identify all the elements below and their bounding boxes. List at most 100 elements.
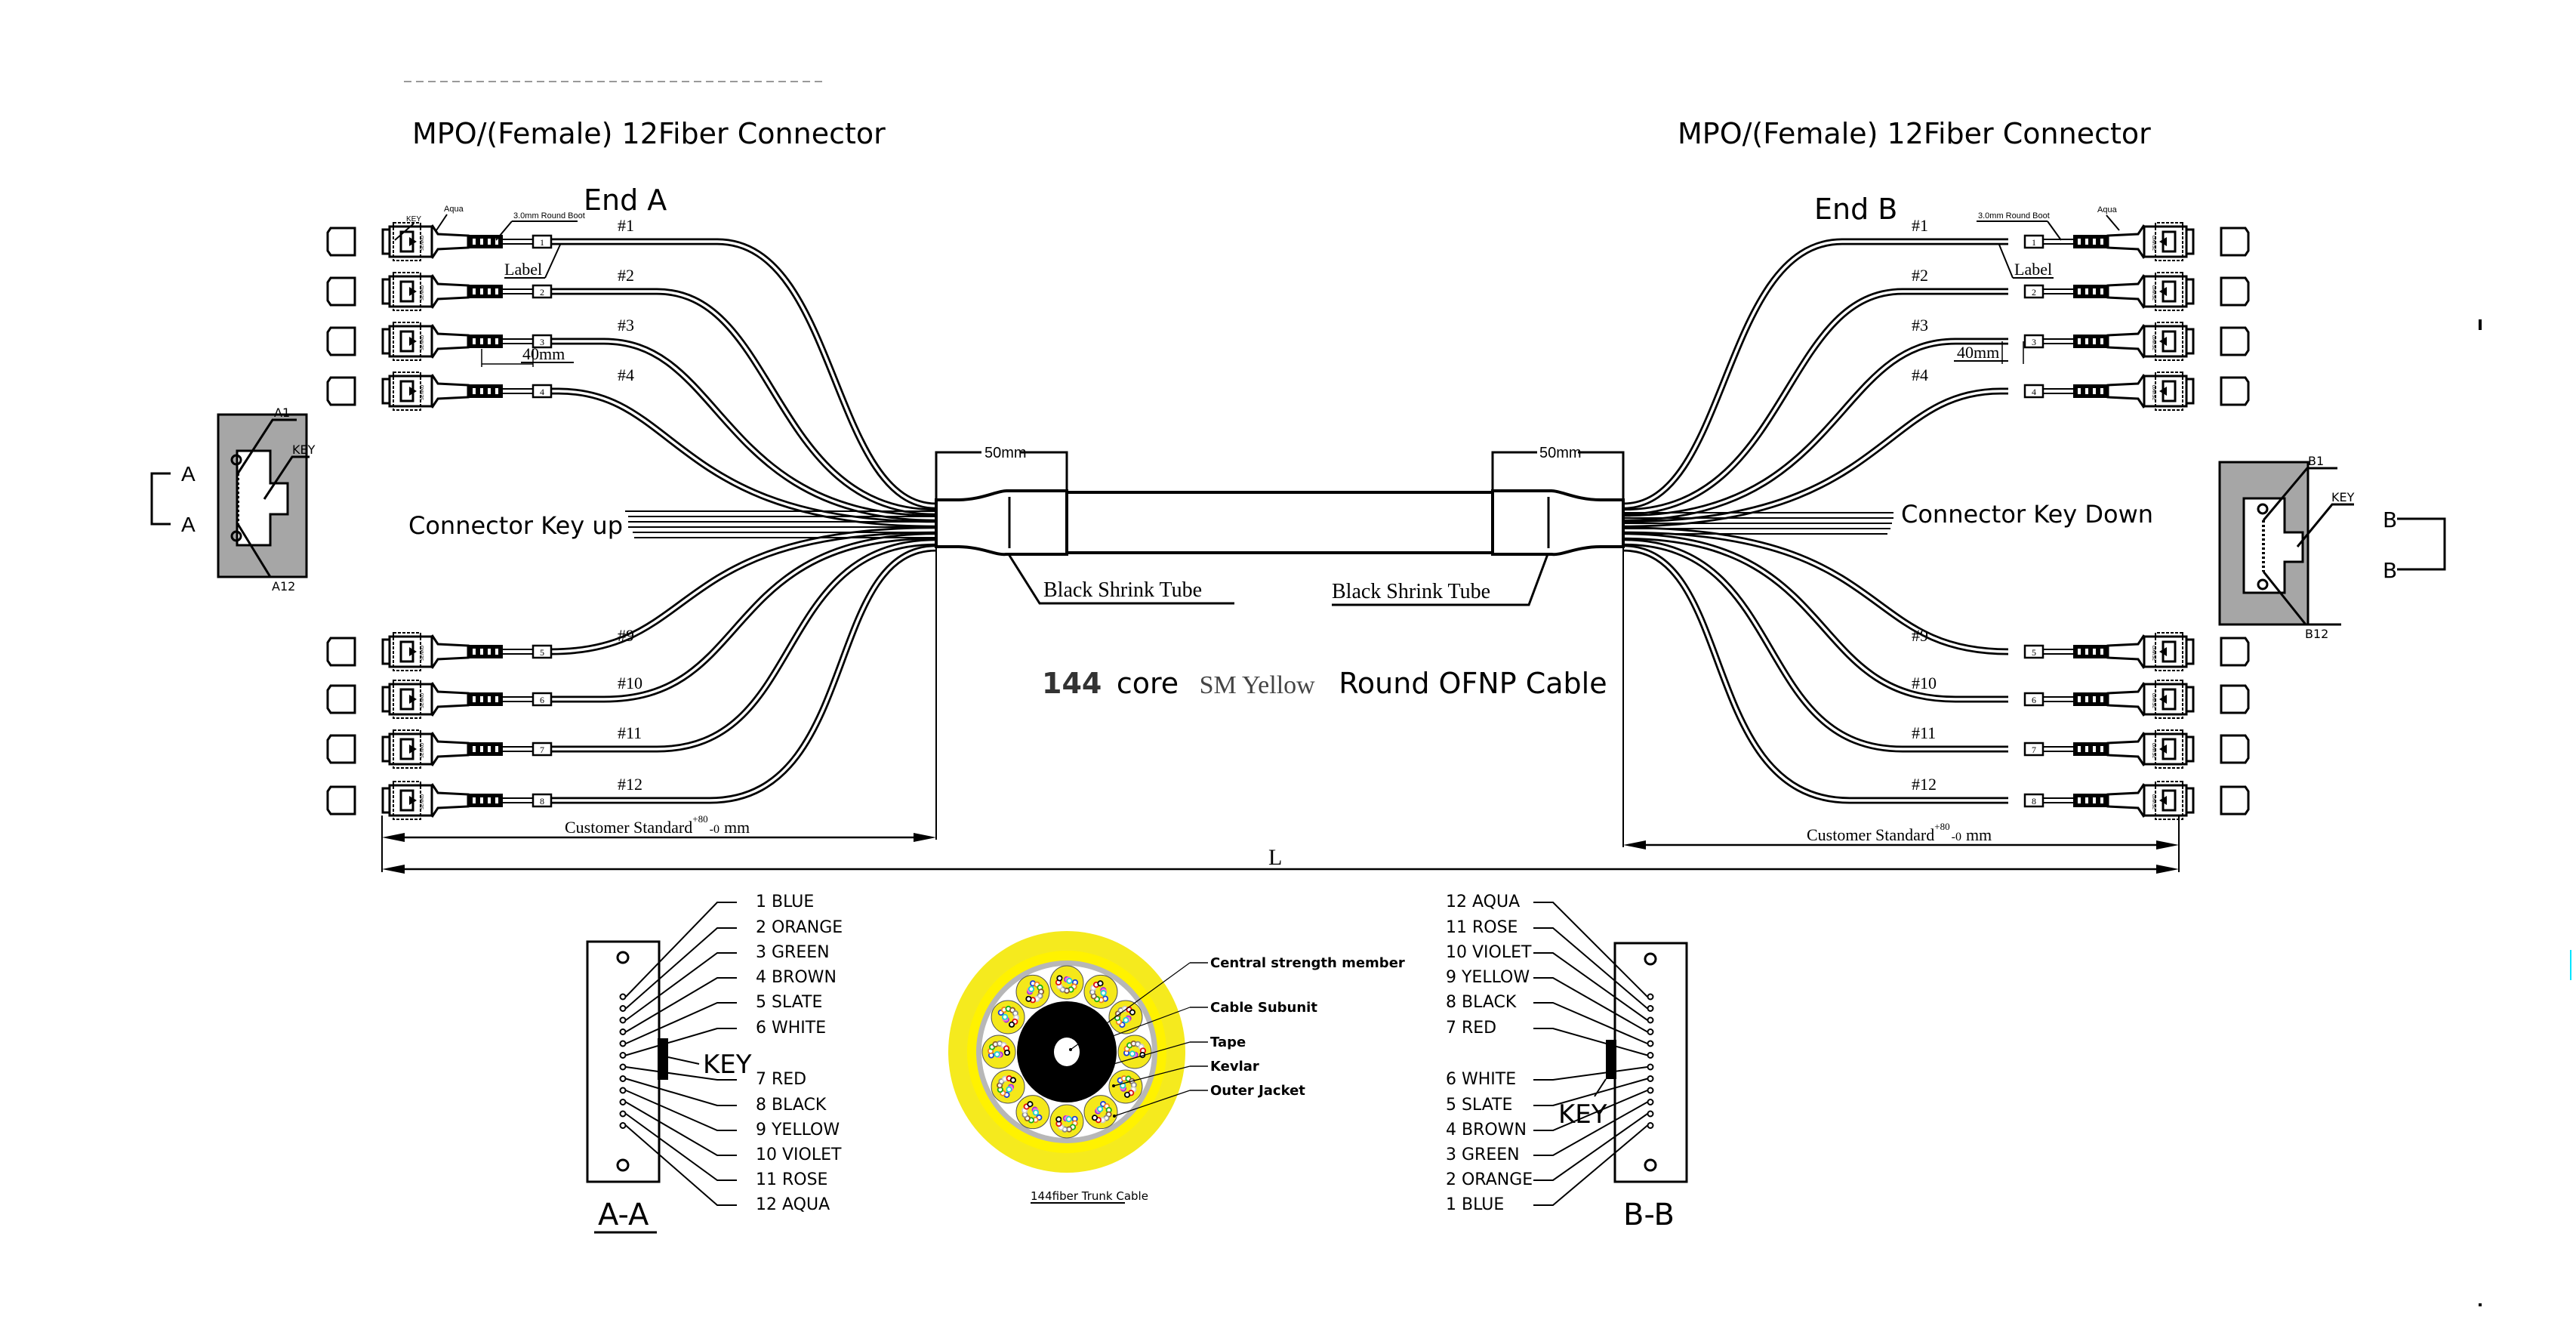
cable-core: core (1117, 667, 1179, 700)
fiber-label-tag (2023, 284, 2044, 299)
callout-aqua-b: Aqua (2097, 205, 2118, 214)
subunit (1015, 1095, 1050, 1130)
port-label: #12 (618, 775, 642, 794)
port-label: #9 (618, 626, 634, 645)
fiber-label-tag-text: 2 (540, 287, 544, 298)
fiber-label-tag (532, 234, 553, 249)
mpo-connector[interactable]: SENKO 7 (326, 729, 553, 769)
fiber-label-tag (532, 284, 553, 299)
fiber-pin (1647, 1110, 1654, 1118)
fiber-pin (1647, 1075, 1654, 1082)
subunit (1049, 1104, 1084, 1139)
callout-key-a: KEY (406, 215, 421, 224)
subunit (1049, 965, 1084, 1000)
fiber-color-label: 6 WHITE (756, 1019, 826, 1038)
callout-label-a: Label (504, 260, 542, 279)
mpo-connector[interactable]: SENKO 8 (2023, 781, 2250, 820)
port-label: #12 (1912, 775, 1937, 794)
leg-length-a-tol-plus: +80 (692, 813, 707, 825)
fiber-color-label: 6 WHITE (1446, 1070, 1516, 1089)
cross-section-layer-label: Kevlar (1210, 1059, 1259, 1075)
subunit (1108, 1000, 1143, 1035)
face-b-pin-first: B1 (2308, 454, 2324, 468)
fiber-color-label: 7 RED (756, 1070, 806, 1089)
fiber-color-label: 11 ROSE (1446, 918, 1518, 937)
face-a-pin-last: A12 (272, 579, 295, 594)
fiber-pin (619, 1052, 627, 1059)
dust-cap-icon (2220, 227, 2250, 257)
fiber-pin (619, 1063, 627, 1071)
port-label: #9 (1912, 626, 1928, 645)
fiber-pin (1647, 1063, 1654, 1071)
dust-cap-icon (326, 326, 356, 356)
fiber-leg (551, 338, 937, 522)
fiber-leg (1622, 526, 2009, 655)
fiber-label-tag-text: 8 (2032, 796, 2036, 806)
fiber-label-tag-text: 1 (2032, 237, 2036, 248)
connector-brand: SENKO (2151, 235, 2156, 251)
fiber-label-tag-text: 6 (540, 695, 544, 705)
fiber-label-tag-text: 7 (540, 745, 544, 755)
mpo-connector[interactable]: SENKO 1 (2023, 222, 2250, 261)
subunit (991, 1069, 1025, 1104)
section-marker-b-top: B (2383, 507, 2397, 532)
fiber-color-label: 12 AQUA (1446, 893, 1520, 911)
fiber-label-tag (2023, 334, 2044, 349)
fiber-label-tag (2023, 234, 2044, 249)
fiber-pin (1647, 1005, 1654, 1012)
port-label: #4 (618, 365, 634, 384)
fiber-pin (619, 1087, 627, 1094)
connector-brand: SENKO (2151, 692, 2156, 708)
port-label: #10 (618, 674, 642, 692)
connector-brand: SENKO (420, 285, 425, 301)
leg-length-b-unit: mm (1966, 825, 1992, 844)
shrink-label-b: Black Shrink Tube (1332, 580, 1490, 603)
fiber-color-label: 9 YELLOW (756, 1121, 840, 1139)
cross-section-caption: 144fiber Trunk Cable (1031, 1189, 1148, 1203)
port-label: #11 (1912, 723, 1936, 742)
mpo-connector[interactable]: SENKO 2 (326, 272, 553, 311)
face-a-key: KEY (292, 442, 316, 457)
fiber-label-tag (532, 644, 553, 659)
fiber-leg (551, 288, 937, 516)
dust-cap-icon (326, 637, 356, 667)
dust-cap-icon (326, 276, 356, 307)
fiber-leg (551, 538, 937, 753)
dust-cap-icon (2220, 326, 2250, 356)
end-b-connectors: SENKO1SENKO2SENKO3SENKO4SENKO5SENKO6SENK… (2023, 222, 2250, 820)
fiber-pin (619, 993, 627, 1001)
dust-cap-icon (326, 376, 356, 406)
fiber-color-label: 4 BROWN (1446, 1121, 1527, 1139)
connector-brand: SENKO (2151, 335, 2156, 350)
end-b-fiber-legs (1622, 238, 2009, 804)
end-b-callouts: Aqua 3.0mm Round Boot Label 40mm (1954, 205, 2120, 364)
fiber-pin (1647, 1016, 1654, 1024)
trunk-jacket (1065, 491, 1494, 554)
end-face-a: A1 A12 KEY A A (150, 405, 316, 594)
fiber-color-label: 4 BROWN (756, 968, 837, 987)
fiber-leg (551, 544, 937, 804)
stub-fibers-a (625, 510, 936, 538)
fiber-pin (619, 1040, 627, 1047)
connector-brand: SENKO (2151, 794, 2156, 809)
leg-length-a-unit: mm (724, 818, 750, 837)
callout-aqua-a: Aqua (444, 205, 464, 214)
fiber-label-tag (2023, 793, 2044, 808)
cross-section-layer-label: Central strength member (1210, 955, 1405, 971)
connector-brand: SENKO (420, 742, 425, 758)
connector-brand: SENKO (2151, 384, 2156, 400)
connector-brand: SENKO (420, 335, 425, 350)
central-strength-member (1054, 1038, 1080, 1066)
